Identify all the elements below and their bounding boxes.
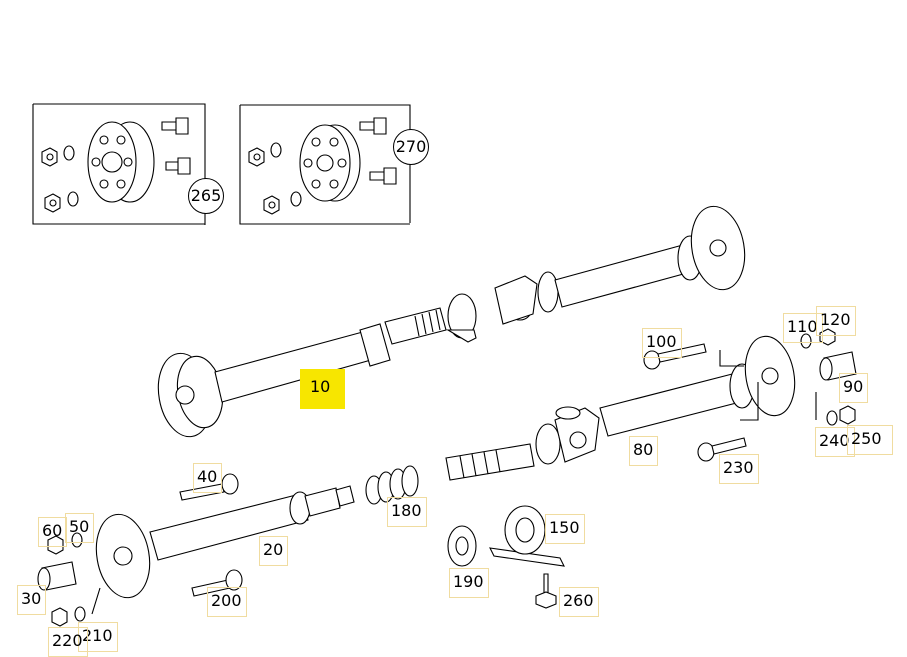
boot-180	[365, 465, 419, 505]
drive-shaft-20	[95, 485, 355, 599]
callout-150[interactable]: 150	[545, 514, 585, 544]
callout-90[interactable]: 90	[839, 373, 869, 403]
callout-250[interactable]: 250	[847, 425, 893, 455]
callout-210[interactable]: 210	[78, 622, 118, 652]
bolt-100	[643, 343, 707, 370]
callout-260[interactable]: 260	[559, 587, 599, 617]
callout-190[interactable]: 190	[449, 568, 489, 598]
callout-200[interactable]: 200	[207, 587, 247, 617]
kit-270-callout[interactable]: 270	[393, 129, 429, 165]
callout-100[interactable]: 100	[642, 328, 682, 358]
callout-110[interactable]: 110	[783, 313, 823, 343]
callout-20[interactable]: 20	[259, 536, 289, 566]
callout-30[interactable]: 30	[17, 585, 47, 615]
bolt-230	[697, 437, 747, 462]
callout-60[interactable]: 60	[38, 517, 68, 547]
leader-lines	[91, 350, 817, 615]
nuts-washers	[47, 328, 856, 627]
screw-260	[535, 573, 557, 609]
sleeve-30	[37, 561, 77, 591]
drive-shaft-10	[157, 205, 746, 438]
callout-240[interactable]: 240	[815, 427, 855, 457]
callout-230[interactable]: 230	[719, 454, 759, 484]
callout-10[interactable]: 10	[300, 369, 345, 409]
callout-50[interactable]: 50	[65, 513, 95, 543]
center-bearing-150	[489, 505, 565, 567]
drive-shaft-80	[445, 335, 796, 481]
callout-120[interactable]: 120	[816, 306, 856, 336]
kit-265-illustration	[32, 103, 206, 225]
kit-265-callout[interactable]: 265	[188, 178, 224, 214]
callout-80[interactable]: 80	[629, 436, 659, 466]
bearing-190	[447, 525, 477, 567]
callout-180[interactable]: 180	[387, 497, 427, 527]
callout-40[interactable]: 40	[193, 463, 223, 493]
kit-270-illustration	[239, 104, 411, 225]
bolt-200	[191, 569, 243, 597]
